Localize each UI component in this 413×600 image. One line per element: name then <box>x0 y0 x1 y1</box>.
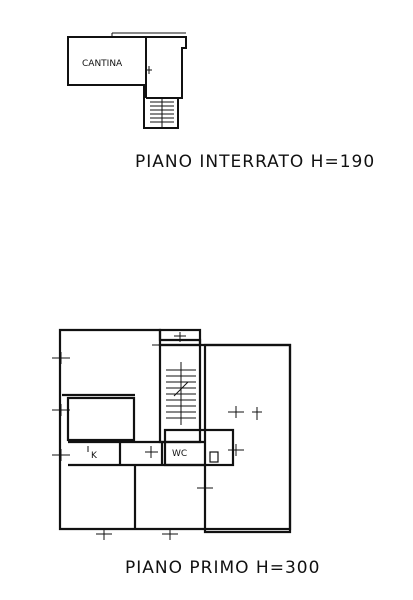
first-floor-caption: PIANO PRIMO H=300 <box>125 558 321 578</box>
cantina-room <box>67 36 147 86</box>
right-room <box>203 343 292 531</box>
wc-fixture <box>209 451 219 463</box>
wc-label: WC <box>172 449 187 459</box>
basement-stairs <box>150 98 174 128</box>
basement-stair-block <box>140 36 187 129</box>
basement-caption: PIANO INTERRATO H=190 <box>135 152 376 172</box>
top-landing <box>158 328 202 347</box>
basement-plan <box>67 32 187 129</box>
plan-symbols <box>52 332 262 540</box>
kitchen-label: K <box>91 451 98 461</box>
first-floor-plan <box>58 328 292 534</box>
cantina-label: CANTINA <box>82 59 123 69</box>
wc-room <box>163 428 235 467</box>
first-floor-stairs <box>166 362 196 425</box>
middle-left-room <box>66 396 136 442</box>
